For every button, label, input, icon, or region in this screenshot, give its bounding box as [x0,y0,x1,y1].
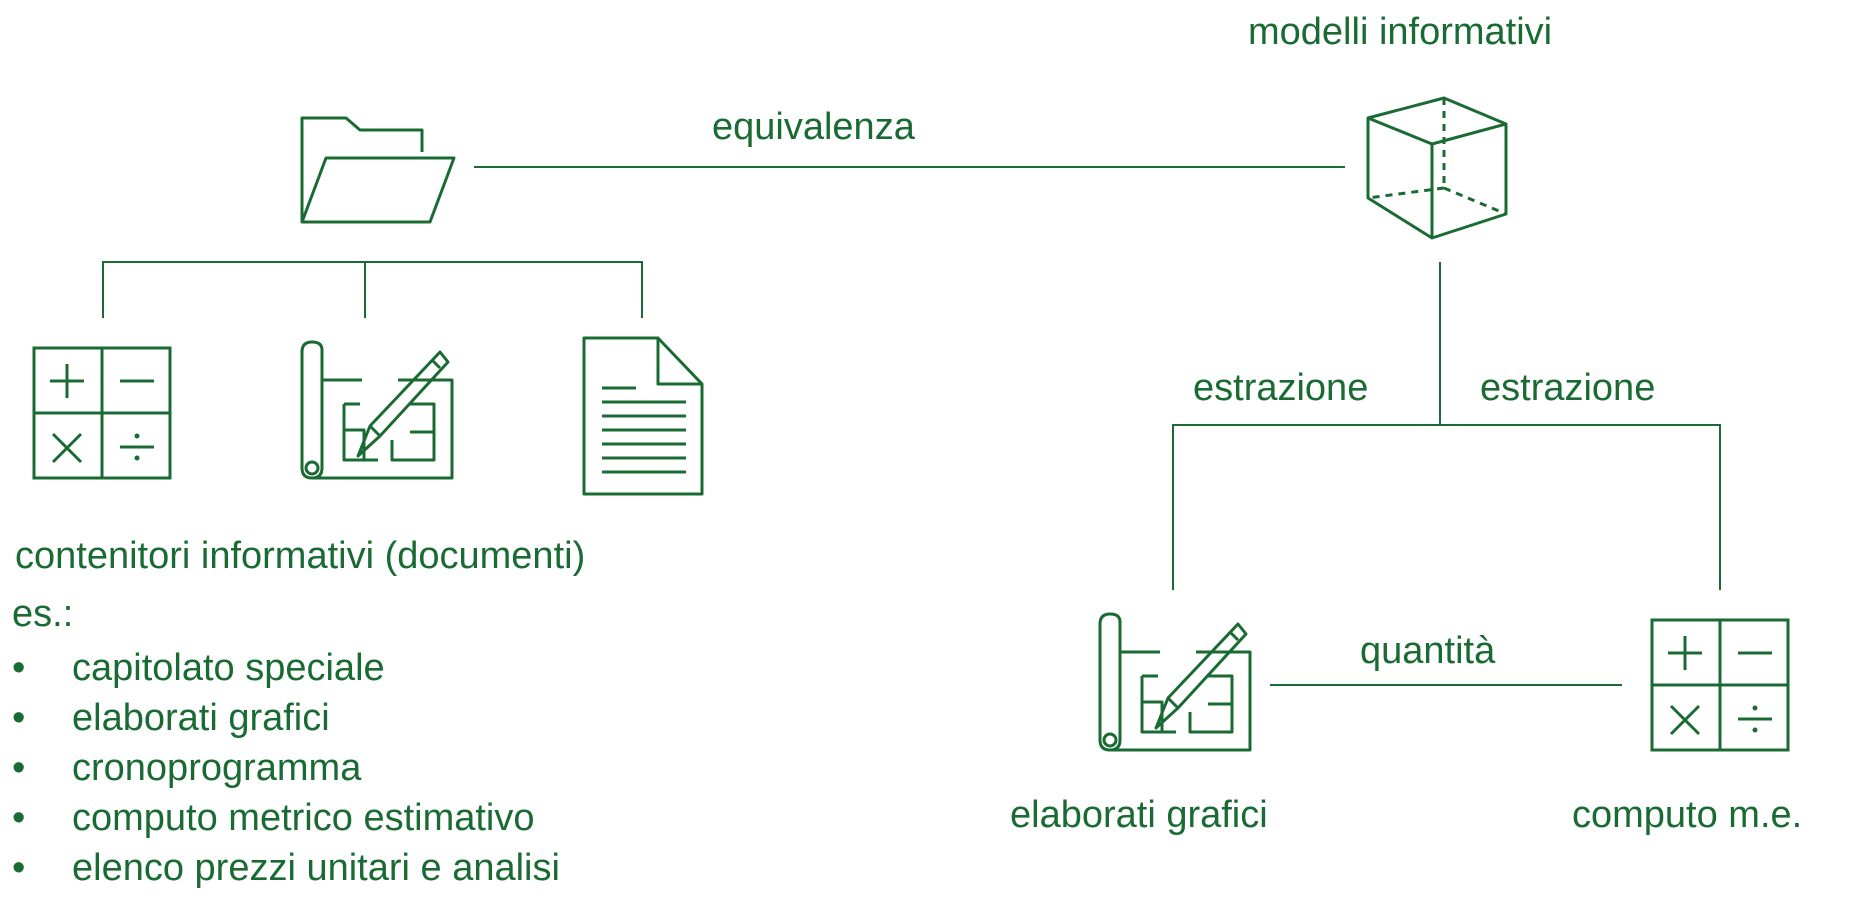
list-item: • elenco prezzi unitari e analisi [12,843,560,893]
blueprint-icon [1096,612,1256,754]
bullet: • [12,847,26,889]
estimate-label: computo m.e. [1572,794,1803,836]
cube-icon [1364,96,1512,240]
models-label: modelli informativi [1248,11,1553,53]
extraction-tree-connector [1172,262,1721,590]
example-text: capitolato speciale [72,647,385,689]
example-text: computo metrico estimativo [72,797,535,839]
list-item: • computo metrico estimativo [12,793,560,843]
extraction-right-label: estrazione [1480,367,1656,409]
bullet: • [12,647,26,689]
extraction-left-label: estrazione [1193,367,1369,409]
list-item: • capitolato speciale [12,643,560,693]
calculator-icon [1650,618,1790,752]
example-text: elenco prezzi unitari e analisi [72,847,560,889]
list-item: • elaborati grafici [12,693,560,743]
examples-list: •capitolato speciale •elaborati grafici … [12,643,560,893]
list-item: • cronoprogramma [12,743,560,793]
bullet: • [12,747,26,789]
bullet: • [12,797,26,839]
folder-icon [298,112,458,224]
drawings-label: elaborati grafici [1010,794,1268,836]
folder-tree-connector [102,261,643,318]
examples-prefix: es.: [12,593,74,635]
bullet: • [12,697,26,739]
example-text: cronoprogramma [72,747,362,789]
document-icon [582,336,704,496]
quantity-label: quantità [1360,630,1496,672]
containers-label: contenitori informativi (documenti) [15,535,586,577]
calculator-icon [32,346,172,480]
blueprint-icon [298,340,458,482]
equivalence-label: equivalenza [712,106,915,148]
example-text: elaborati grafici [72,697,330,739]
